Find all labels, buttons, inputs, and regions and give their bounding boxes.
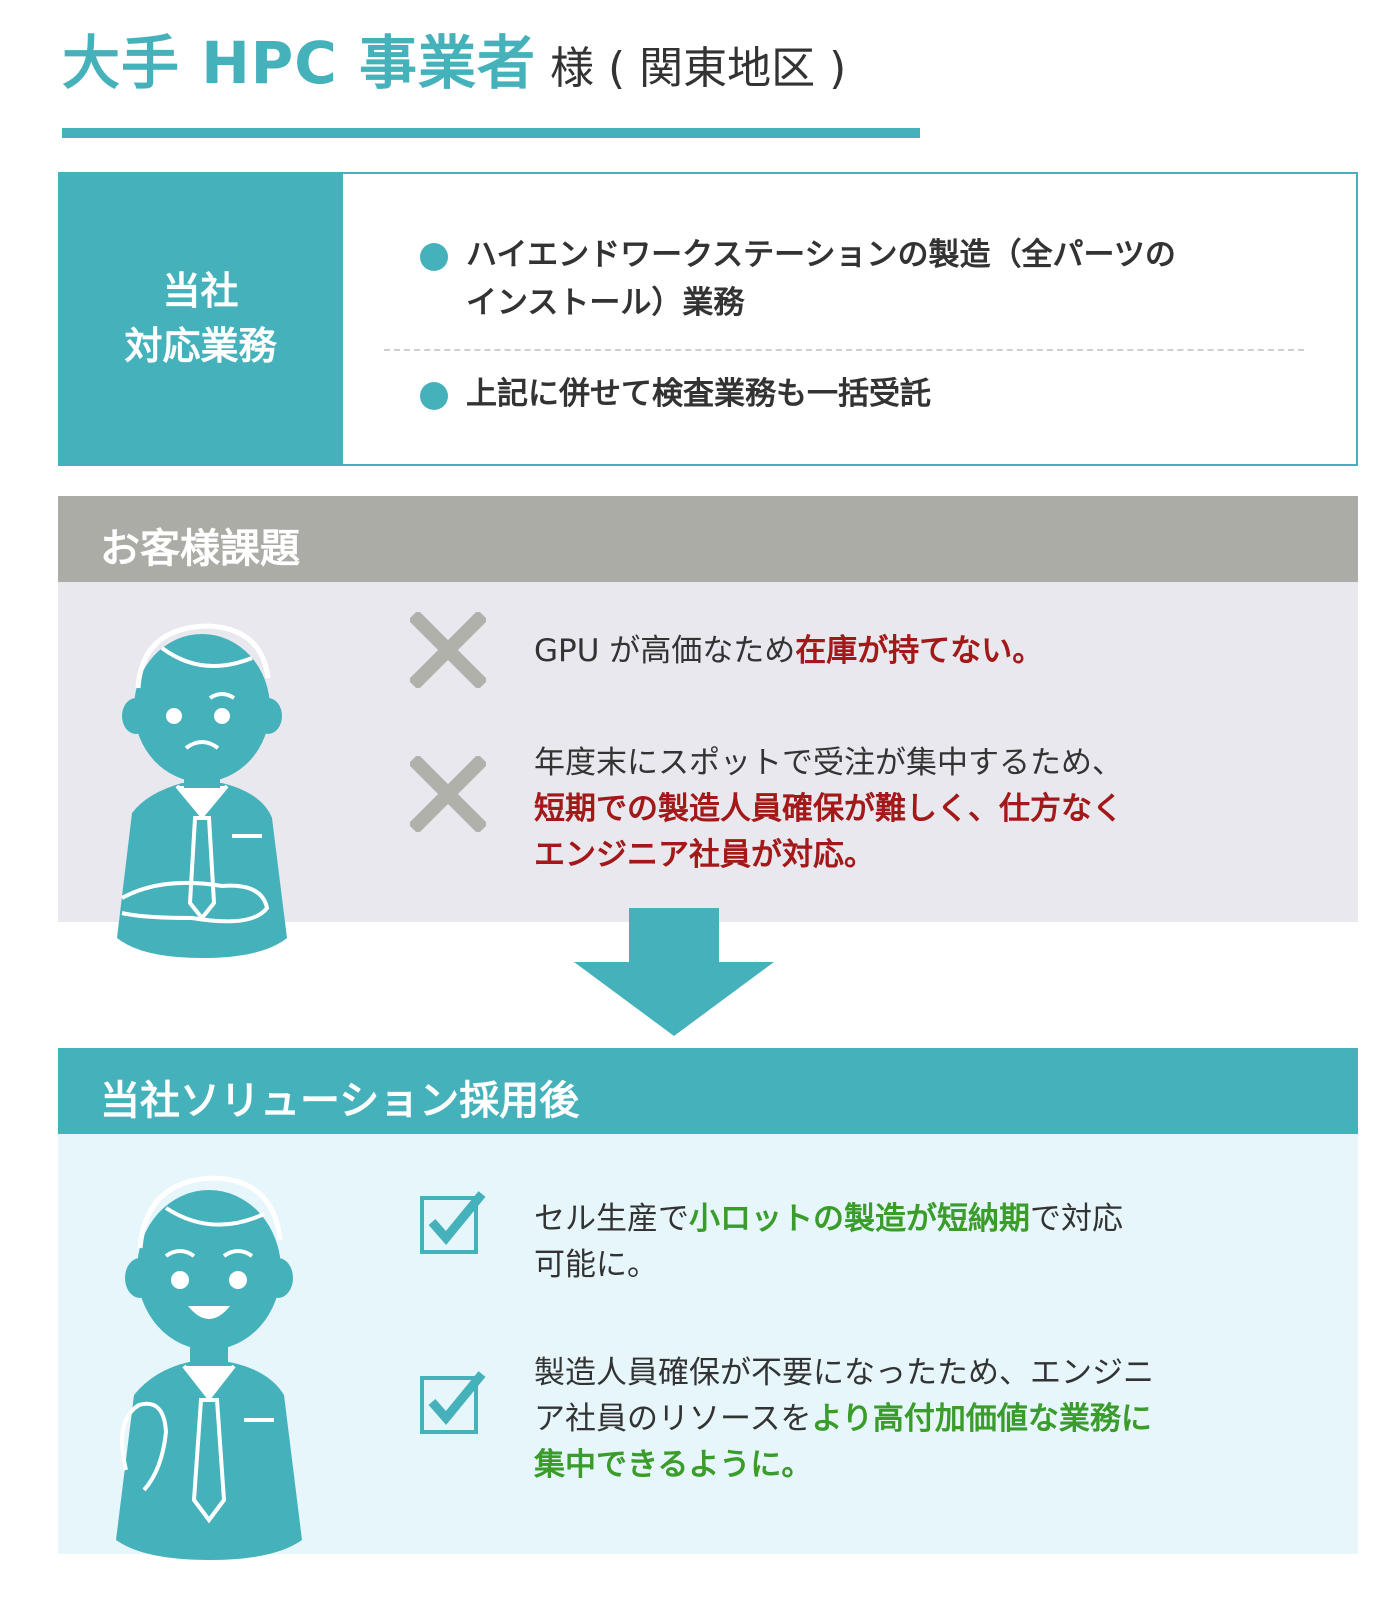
solution-plain: セル生産で bbox=[534, 1201, 689, 1237]
challenge-item: 年度末にスポットで受注が集中するため、 短期での製造人員確保が難しく、仕方なく … bbox=[534, 740, 1123, 878]
smiling-man-icon bbox=[116, 1175, 302, 1560]
solution-emphasis-line3: 集中できるように。 bbox=[534, 1447, 813, 1483]
solution-plain-line2: 可能に。 bbox=[534, 1247, 658, 1283]
challenge-item: GPU が高価なため在庫が持てない。 bbox=[534, 628, 1043, 674]
challenge-plain: GPU が高価なため bbox=[534, 633, 796, 669]
services-label-line1: 当社 bbox=[162, 268, 239, 313]
services-label-line2: 対応業務 bbox=[124, 324, 277, 368]
service-item-line2: インストール）業務 bbox=[466, 285, 745, 321]
solution-item: 製造人員確保が不要になったため、エンジニ ア社員のリソースをより高付加価値な業務… bbox=[534, 1350, 1154, 1488]
challenges-header: お客様課題 bbox=[58, 496, 1358, 582]
checkbox-check-icon bbox=[420, 1191, 486, 1254]
solution-plain-line2: ア社員のリソースを bbox=[534, 1401, 812, 1437]
solution-header: 当社ソリューション採用後 bbox=[58, 1048, 1358, 1134]
checkbox-check-icon bbox=[420, 1371, 486, 1434]
page-title: 大手 HPC 事業者様 ( 関東地区 ) bbox=[62, 34, 846, 92]
service-item-line1: ハイエンドワークステーションの製造（全パーツの bbox=[466, 237, 1176, 273]
challenge-plain: 年度末にスポットで受注が集中するため、 bbox=[534, 745, 1123, 781]
challenge-emphasis-line2: エンジニア社員が対応。 bbox=[534, 837, 875, 873]
solution-item: セル生産で小ロットの製造が短納期で対応 可能に。 bbox=[534, 1196, 1123, 1288]
service-item: 上記に併せて検査業務も一括受託 bbox=[420, 370, 1300, 418]
solution-plain-line1: 製造人員確保が不要になったため、エンジニ bbox=[534, 1355, 1154, 1391]
solution-title: 当社ソリューション採用後 bbox=[100, 1078, 580, 1124]
challenges-title: お客様課題 bbox=[100, 526, 300, 572]
worried-man-icon bbox=[117, 623, 287, 958]
x-mark-icon bbox=[410, 756, 486, 832]
down-arrow-icon bbox=[574, 908, 774, 1036]
bullet-dot-icon bbox=[420, 382, 448, 410]
dashed-divider bbox=[384, 349, 1304, 351]
solution-emphasis-line2: より高付加価値な業務に bbox=[811, 1401, 1152, 1437]
challenge-emphasis-line1: 短期での製造人員確保が難しく、仕方なく bbox=[534, 791, 1123, 827]
solution-emphasis: 小ロットの製造が短納期 bbox=[689, 1201, 1030, 1237]
client-name: 大手 HPC 事業者 bbox=[62, 29, 537, 97]
bullet-dot-icon bbox=[420, 243, 448, 271]
title-underline bbox=[62, 128, 920, 138]
challenge-emphasis: 在庫が持てない。 bbox=[795, 633, 1044, 669]
service-item: ハイエンドワークステーションの製造（全パーツの インストール）業務 bbox=[420, 231, 1300, 327]
x-mark-icon bbox=[410, 612, 486, 688]
service-item-line1: 上記に併せて検査業務も一括受託 bbox=[466, 376, 931, 412]
client-suffix: 様 ( 関東地区 ) bbox=[550, 43, 847, 94]
services-label: 当社 対応業務 bbox=[58, 172, 343, 466]
solution-plain-post: で対応 bbox=[1030, 1201, 1123, 1237]
